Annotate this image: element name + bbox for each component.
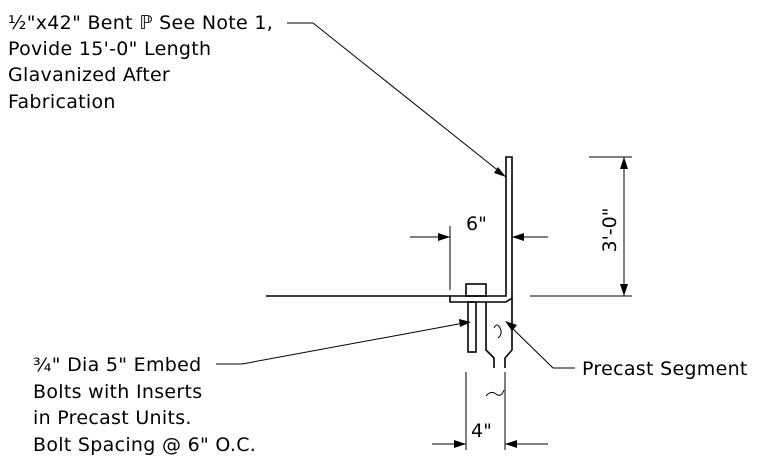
bolt-callout-note: ¾" Dia 5" Embed Bolts with Inserts in Pr… [33, 354, 256, 456]
embed-bolt [461, 283, 491, 353]
dim-segment-width: 4" [432, 372, 548, 450]
plate-callout-line-3: Glavanized After [8, 64, 170, 86]
dim-plate-offset-label: 6" [466, 213, 487, 235]
plate-callout-line-1: ½"x42" Bent ℙ See Note 1, [8, 12, 273, 34]
precast-segment [485, 298, 513, 397]
bolt-callout-line-1: ¾" Dia 5" Embed [33, 354, 201, 376]
bolt-callout-line-2: Bolts with Inserts [33, 381, 202, 403]
bolt-leader [216, 319, 471, 365]
bent-plate [449, 156, 513, 303]
dim-segment-width-label: 4" [471, 420, 492, 442]
plate-callout-line-4: Fabrication [8, 91, 116, 113]
plate-callout-line-2: Povide 15'-0" Length [8, 38, 211, 60]
dim-plate-offset: 6" [410, 213, 548, 290]
segment-callout-label: Precast Segment [582, 358, 748, 380]
dim-plate-height-label: 3'-0" [599, 208, 621, 253]
bolt-callout-line-4: Bolt Spacing @ 6" O.C. [33, 434, 256, 456]
plate-leader [287, 22, 506, 177]
dim-plate-height: 3'-0" [530, 156, 632, 297]
segment-leader [505, 321, 575, 369]
bolt-callout-line-3: in Precast Units. [33, 407, 192, 429]
plate-callout-note: ½"x42" Bent ℙ See Note 1, Povide 15'-0" … [8, 12, 273, 113]
